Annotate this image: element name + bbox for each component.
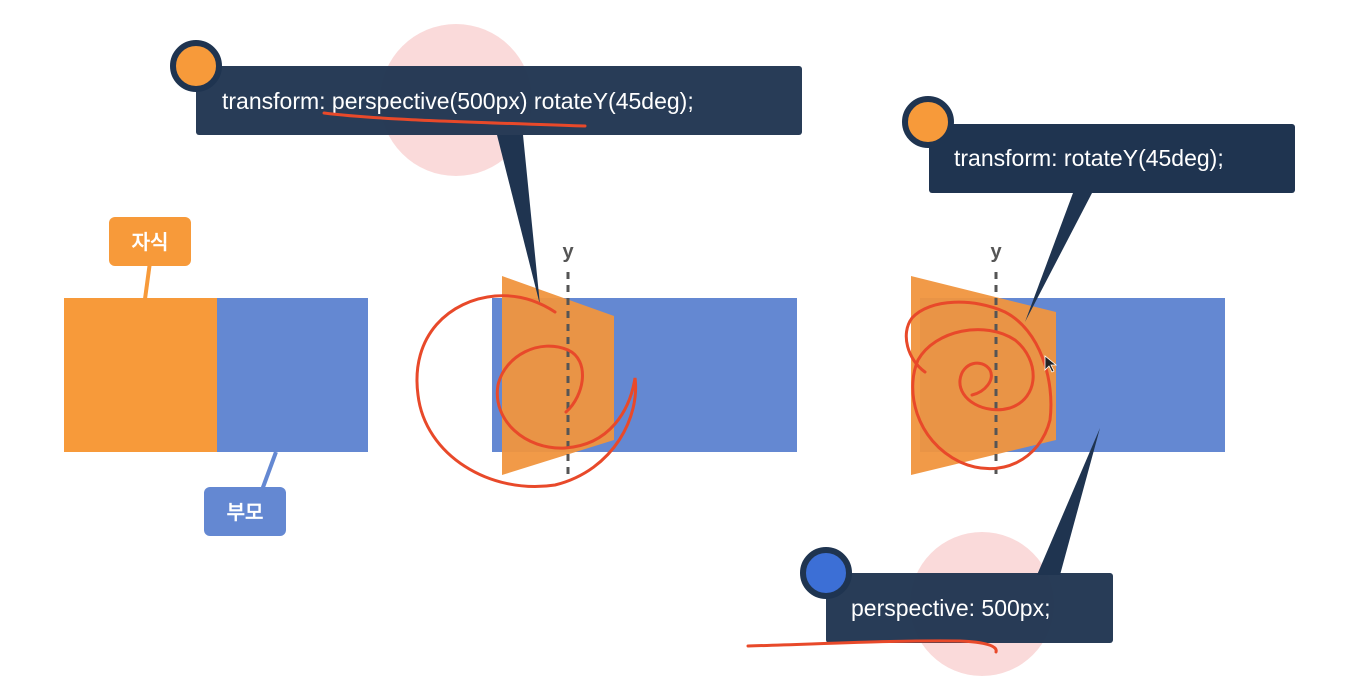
badge-top [170,40,222,92]
pen-underline-top [322,111,587,128]
mouse-cursor-icon [1044,355,1058,373]
pen-spiral-middle [415,294,638,488]
child-label-bg [109,217,191,266]
right-group: y transform: rotateY(45deg); perspective… [746,96,1295,676]
callout-box-right-top [929,124,1295,193]
badge-right-top [902,96,954,148]
child-rotated-right [911,276,1056,475]
child-box-left [64,298,217,452]
left-group: 자식 부모 [64,217,368,536]
callout-text-bottom: perspective: 500px; [851,595,1050,621]
parent-label-connector [260,451,278,491]
child-label-connector [143,261,152,300]
pen-underline-bottom [746,639,998,654]
callout-text-right-top: transform: rotateY(45deg); [954,145,1224,171]
callout-pointer-bottom [1037,428,1100,575]
callout-text-top: transform: perspective(500px) rotateY(45… [222,88,694,114]
child-rotated-middle [502,276,614,475]
callout-box-top [196,66,802,135]
callout-pointer-right-top [1025,193,1092,322]
callout-pointer-top [497,135,540,305]
child-label: 자식 [132,230,169,254]
parent-box-left [216,298,368,452]
y-axis-label-middle: y [562,241,574,263]
pen-spiral-right [904,300,1053,471]
y-axis-label-right: y [990,241,1002,263]
parent-label-bg [204,487,286,536]
callout-box-bottom [826,573,1113,643]
badge-bottom [800,547,852,599]
parent-label: 부모 [227,500,264,524]
middle-group: y transform: perspective(500px) rotateY(… [170,24,802,488]
